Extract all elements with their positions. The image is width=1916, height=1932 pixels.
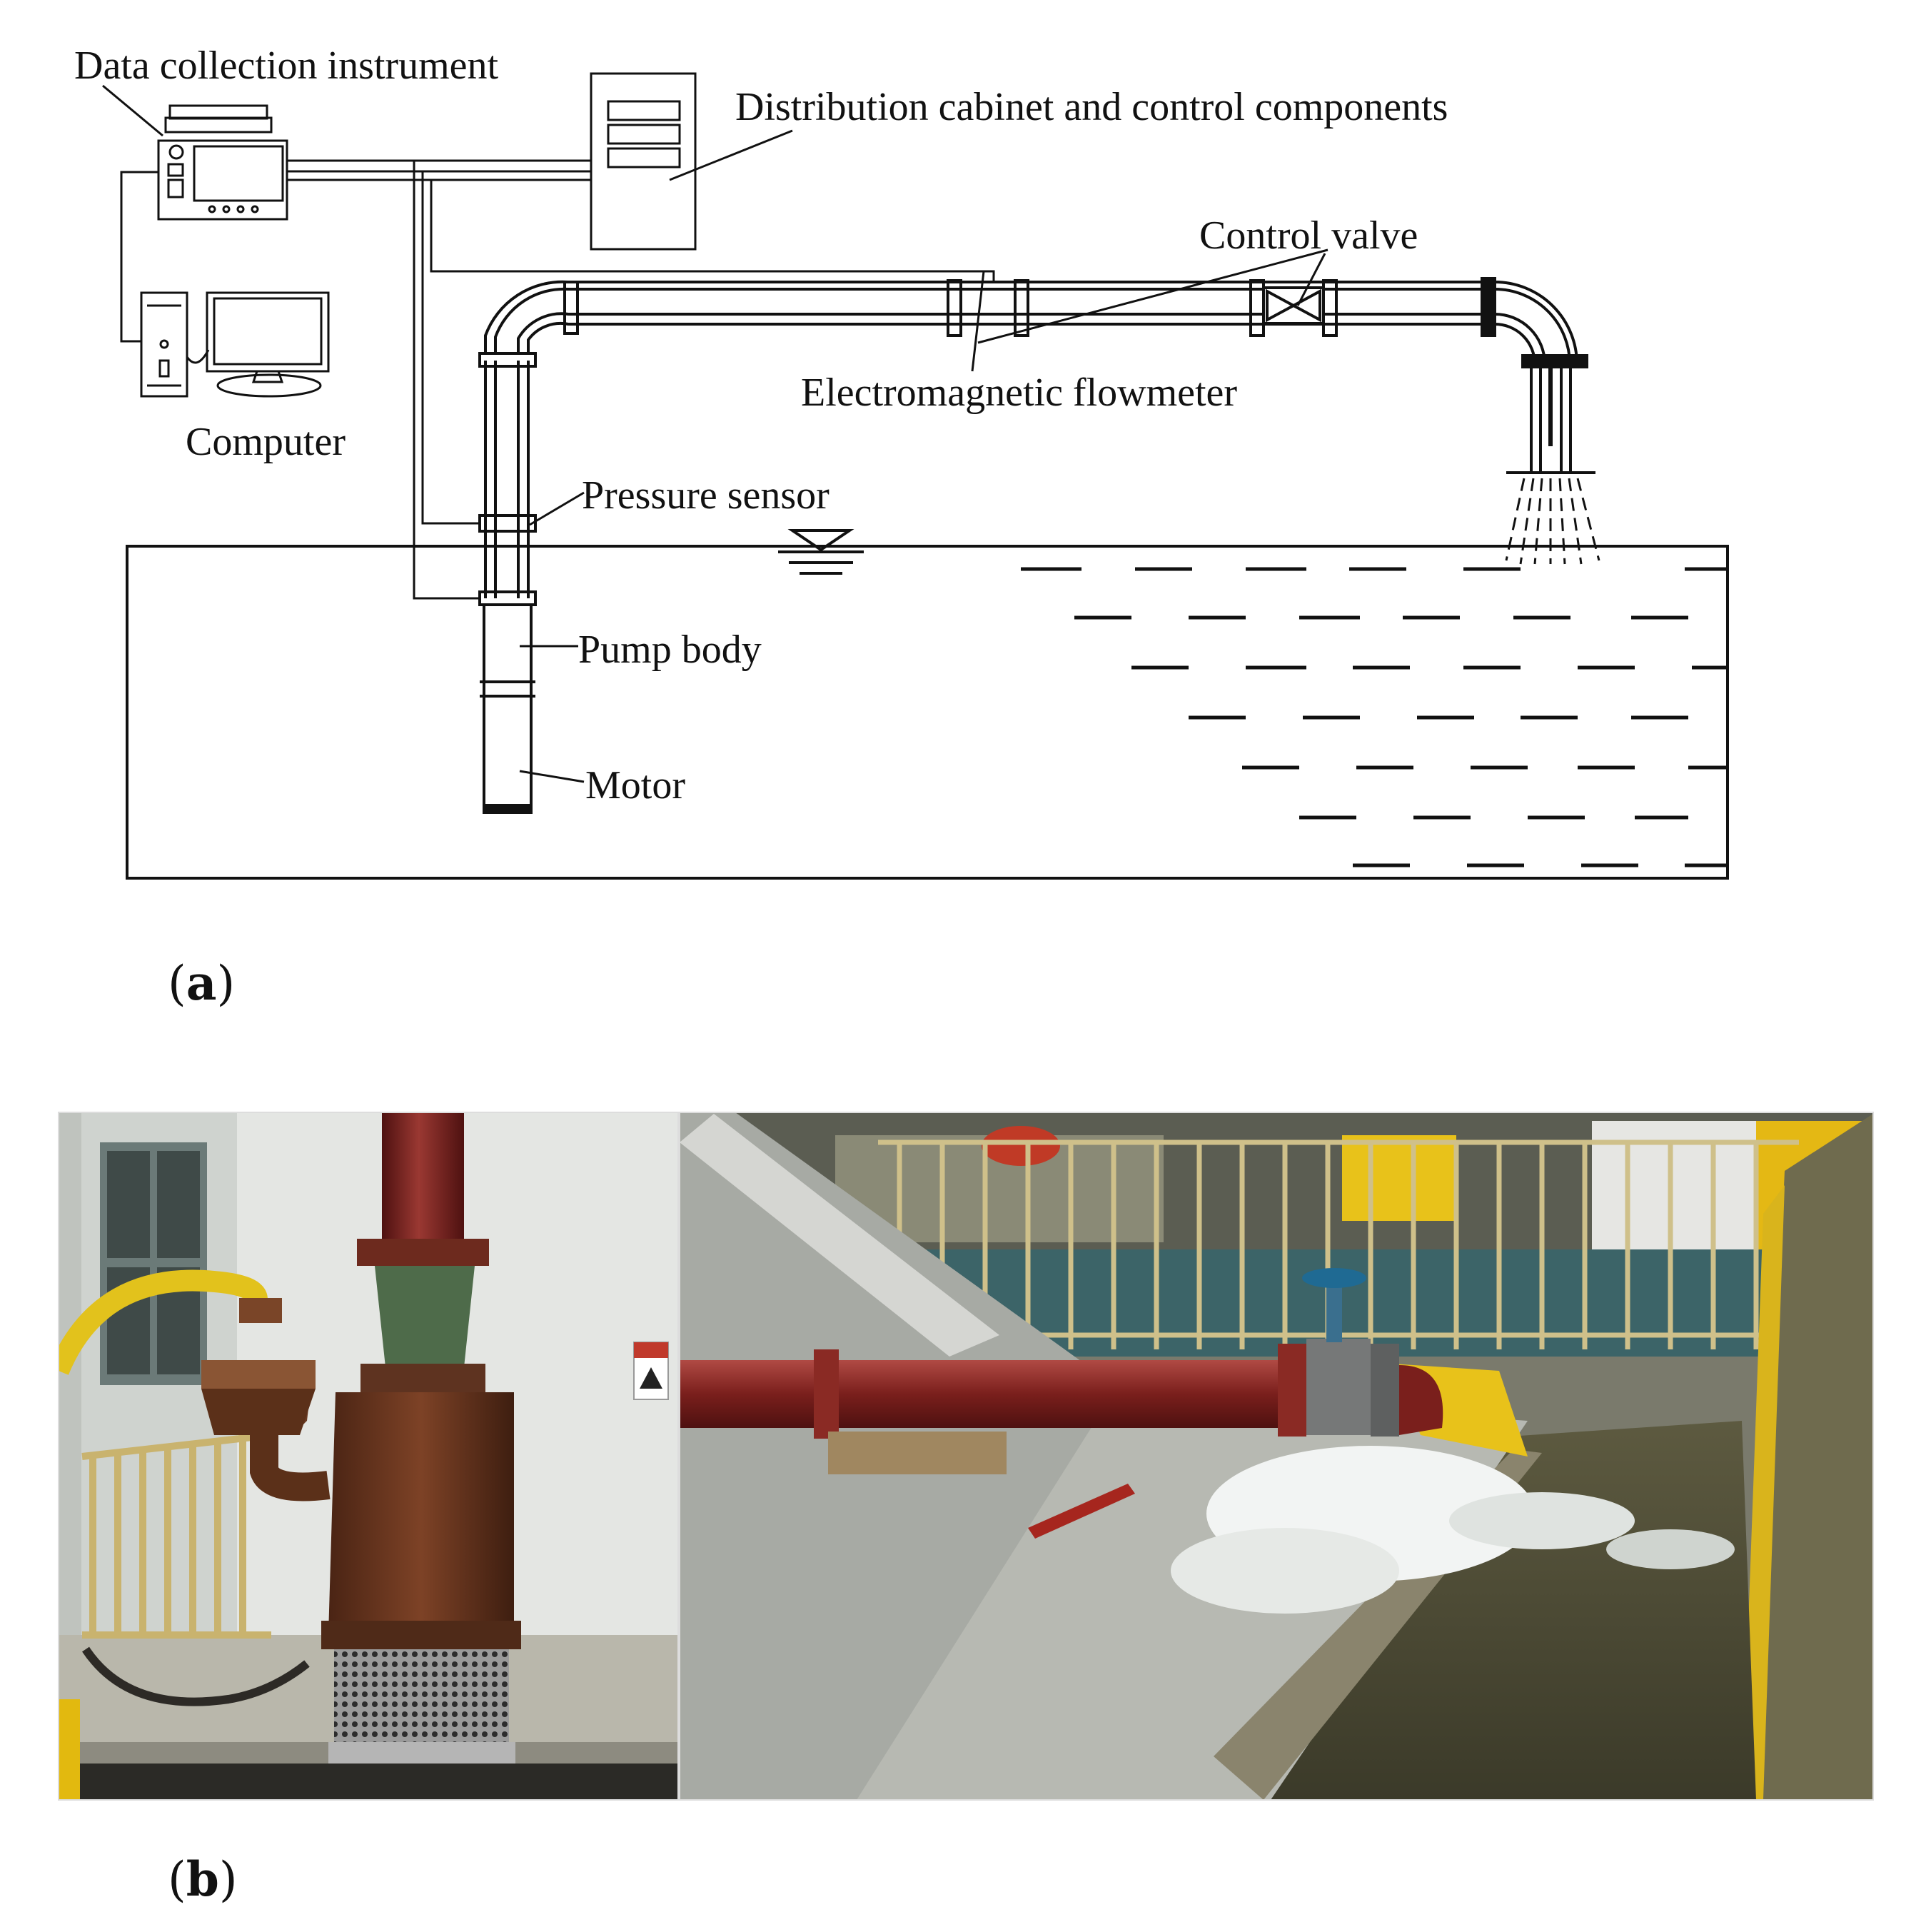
distribution-cabinet xyxy=(590,72,697,251)
water-tank xyxy=(126,545,1729,880)
leader-lines xyxy=(102,84,1328,783)
pump-column-pipe xyxy=(478,352,537,598)
water-surface-dashes xyxy=(1021,567,1726,867)
label-data-collection: Data collection instrument xyxy=(74,44,498,88)
valve-handwheel xyxy=(1302,1268,1366,1288)
column-top-flange xyxy=(478,352,537,368)
label-flowmeter: Electromagnetic flowmeter xyxy=(801,371,1237,415)
computer-device xyxy=(140,291,330,398)
photo-test-tank xyxy=(680,1112,1873,1800)
schematic-labels: Data collection instrument Distribution … xyxy=(74,44,1448,807)
photo-pump-unit xyxy=(59,1112,678,1800)
label-computer: Computer xyxy=(186,420,346,464)
pipe-flange-1 xyxy=(563,281,579,335)
water-level-symbol xyxy=(778,529,864,575)
label-pressure-sensor: Pressure sensor xyxy=(582,473,830,518)
data-collection-instrument xyxy=(157,104,288,221)
panel-label-b: (b) xyxy=(168,1851,238,1907)
panel-label-a: (a) xyxy=(168,955,235,1011)
schematic-diagram xyxy=(102,72,1729,880)
label-control-valve: Control valve xyxy=(1199,213,1418,258)
label-distribution-cabinet: Distribution cabinet and control compone… xyxy=(735,85,1448,129)
signal-cables xyxy=(120,159,995,600)
control-valve-symbol xyxy=(1262,286,1325,325)
pump-body-and-motor xyxy=(478,590,537,814)
right-elbow-outlet xyxy=(1494,281,1595,474)
gate-valve xyxy=(1306,1339,1371,1435)
red-horizontal-pipe xyxy=(680,1360,1358,1428)
left-elbow xyxy=(484,280,571,353)
horizontal-pipe xyxy=(563,277,1496,337)
right-elbow-flange xyxy=(1481,277,1496,337)
label-motor: Motor xyxy=(585,763,685,807)
inlet-strainer xyxy=(334,1649,509,1749)
outlet-spray xyxy=(1505,478,1600,565)
label-pump-body: Pump body xyxy=(578,628,762,672)
flowmeter-flange-left xyxy=(947,279,962,337)
red-discharge-pipe xyxy=(382,1112,464,1248)
flowmeter-flange-right xyxy=(1014,279,1029,337)
